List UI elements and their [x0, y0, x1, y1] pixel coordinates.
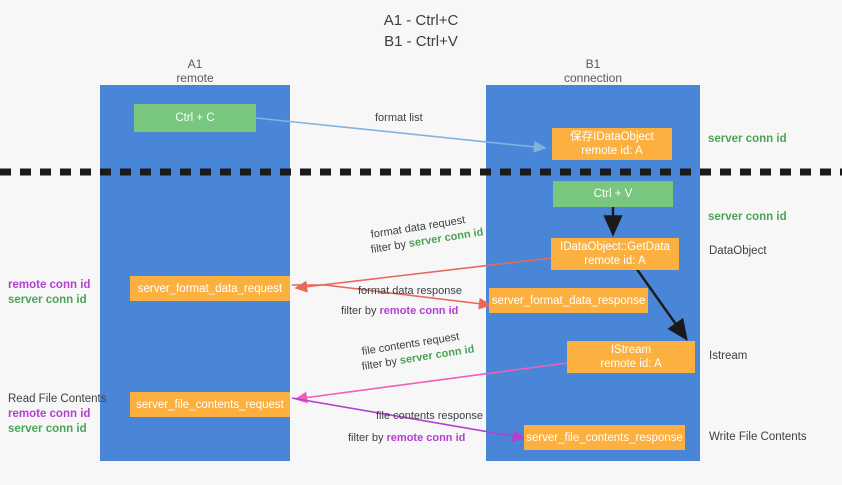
edge-label-format-data-response-line1: format data response	[358, 285, 462, 297]
annotation-remote-conn-id: remote conn id	[8, 408, 91, 420]
filter-value-remote-conn-id: remote conn id	[386, 432, 466, 444]
arrow-format-list	[255, 117, 547, 153]
edge-label-format-data-response-line2: filter by remote conn id	[341, 304, 462, 319]
annotation-dataobject: DataObject	[709, 245, 767, 257]
arrow-getdata-to-istream	[635, 267, 688, 341]
edge-label-file-contents-response-line2: filter by remote conn id	[348, 431, 483, 446]
edge-label-file-contents-response-line1: file contents response	[376, 410, 484, 422]
annotation-server-conn-id-top: server conn id	[708, 133, 787, 145]
node-idataobject-getdata[interactable]: IDataObject::GetData remote id: A	[551, 238, 679, 270]
node-server-file-contents-request[interactable]: server_file_contents_request	[130, 392, 290, 417]
annotation-remote-conn-id: remote conn id	[8, 279, 91, 291]
edge-label-format-data-response: format data response filter by remote co…	[341, 284, 462, 319]
arrow-format-data-request	[294, 257, 552, 293]
node-save-idataobject[interactable]: 保存IDataObject remote id: A	[552, 128, 672, 160]
page-title: A1 - Ctrl+C B1 - Ctrl+V	[383, 12, 459, 50]
annotation-read-file-contents: Read File Contents	[8, 393, 107, 405]
filter-value-remote-conn-id: remote conn id	[379, 305, 459, 317]
arrow-file-contents-request	[294, 362, 568, 404]
lane-header-b1: B1 connection	[563, 57, 623, 85]
annotation-left-read-file-contents: Read File Contents remote conn id server…	[8, 392, 106, 437]
node-server-format-data-response[interactable]: server_format_data_response	[489, 288, 648, 313]
annotation-server-conn-id-second: server conn id	[708, 211, 787, 223]
arrow-format-data-response	[292, 284, 492, 310]
node-server-file-contents-response[interactable]: server_file_contents_response	[524, 425, 685, 450]
edge-label-format-list: format list	[375, 112, 423, 124]
annotation-istream: Istream	[709, 350, 748, 362]
annotation-server-conn-id: server conn id	[8, 423, 87, 435]
edge-label-format-data-request: format data request filter by server con…	[370, 214, 485, 258]
arrow-file-contents-response	[291, 397, 526, 442]
node-istream[interactable]: IStream remote id: A	[567, 341, 695, 373]
annotation-left-conn-ids-top: remote conn id server conn id	[8, 278, 90, 308]
filter-prefix: filter by	[341, 305, 380, 317]
lane-header-a1: A1 remote	[176, 57, 214, 85]
node-server-format-data-request[interactable]: server_format_data_request	[130, 276, 290, 301]
annotation-write-file-contents: Write File Contents	[709, 431, 807, 443]
edge-label-file-contents-response: file contents response filter by remote …	[348, 409, 484, 446]
annotation-server-conn-id: server conn id	[8, 294, 87, 306]
node-ctrl-v[interactable]: Ctrl + V	[553, 181, 673, 207]
node-ctrl-c[interactable]: Ctrl + C	[134, 104, 256, 132]
filter-prefix: filter by	[348, 432, 387, 444]
edge-label-file-contents-request: file contents request filter by server c…	[361, 331, 476, 375]
